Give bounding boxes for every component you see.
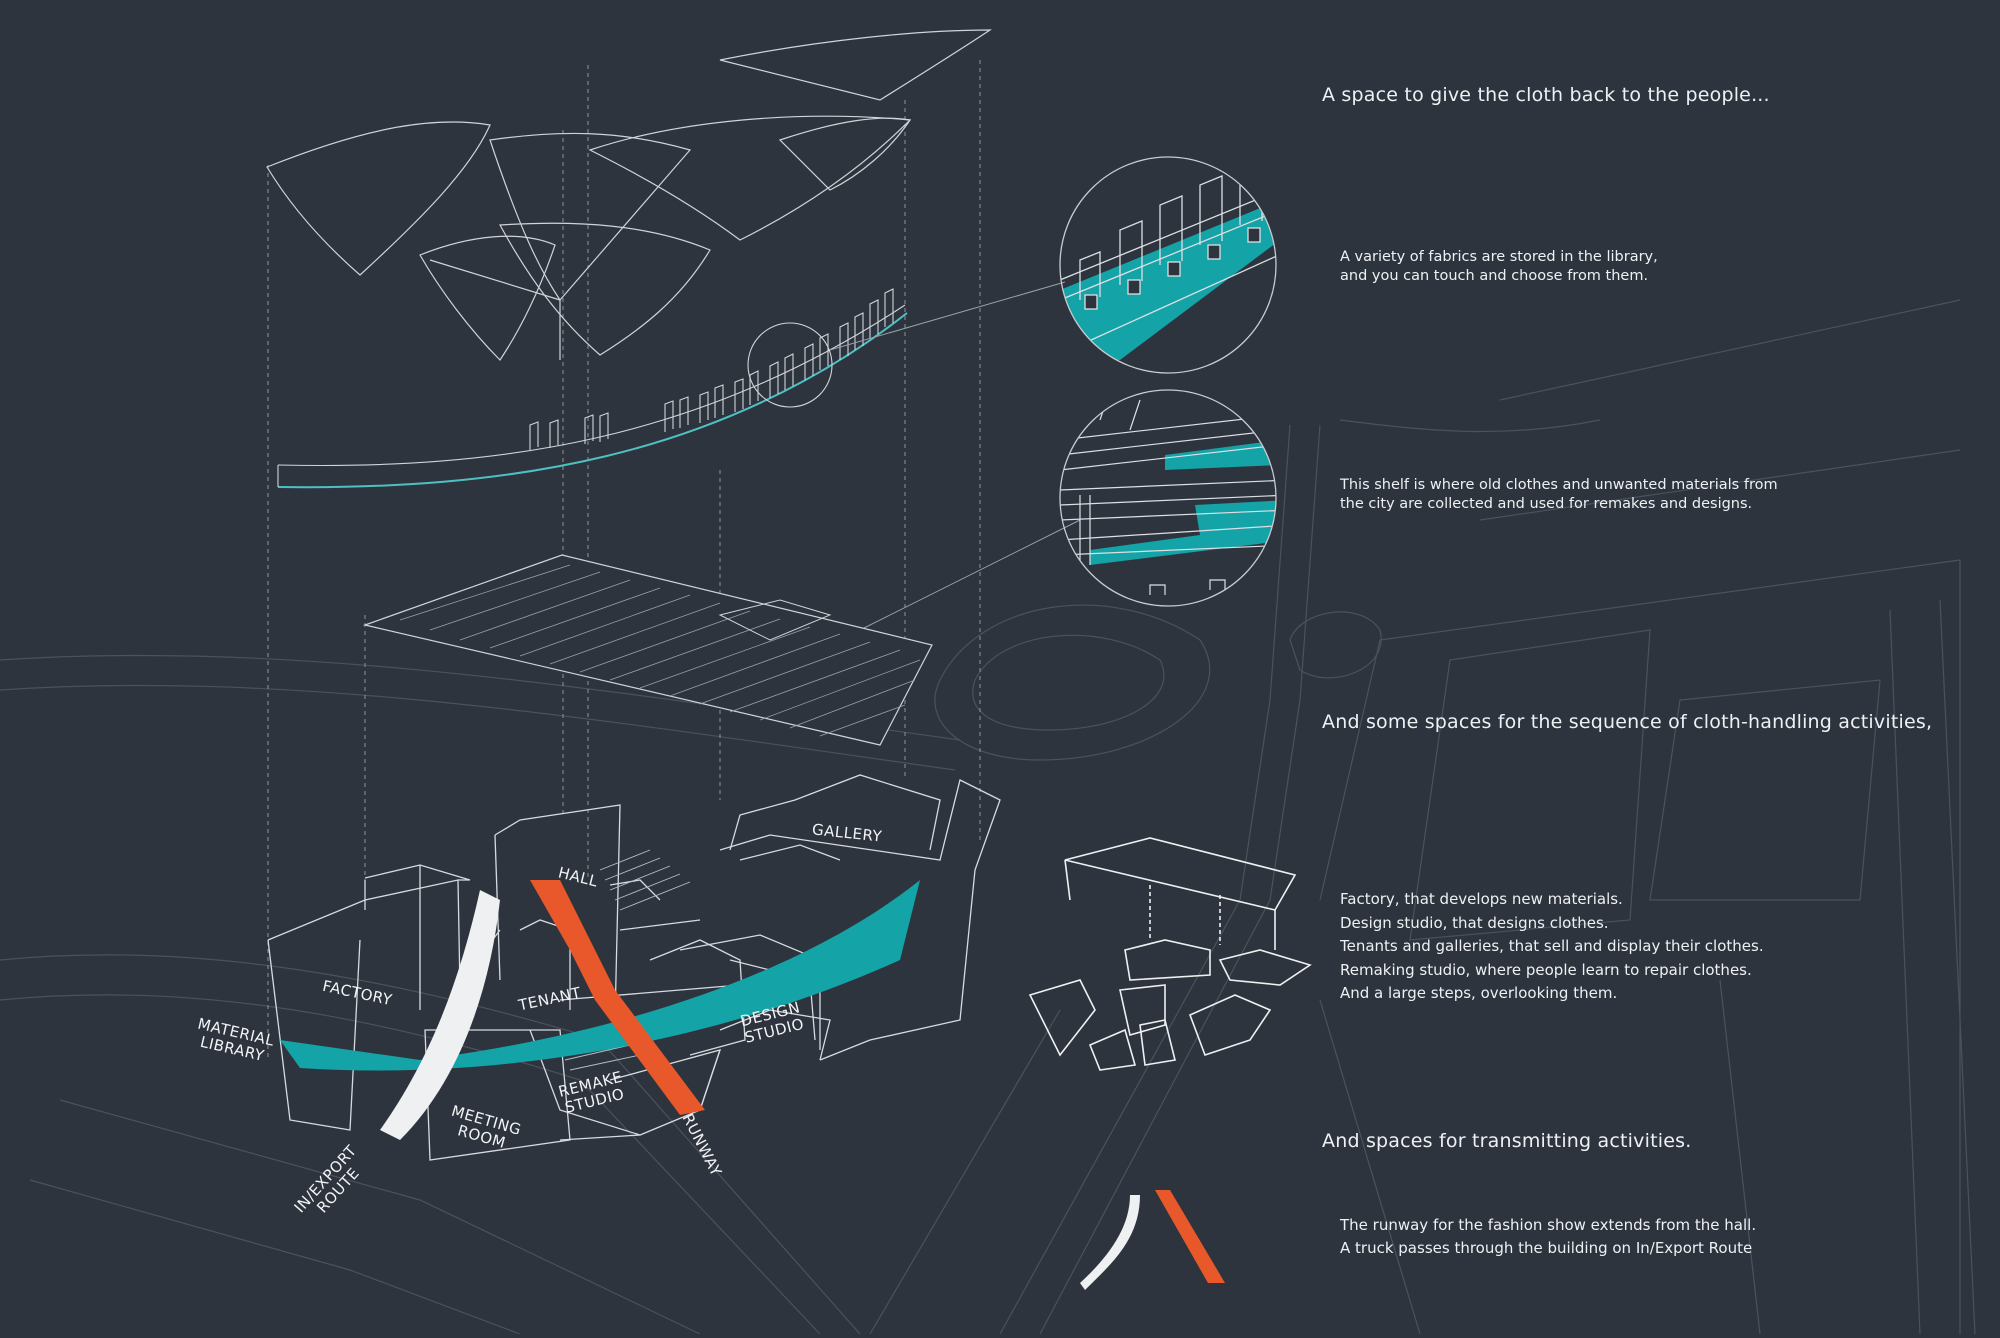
- shelf-description-line: This shelf is where old clothes and unwa…: [1340, 477, 1778, 493]
- spaces-description: Factory, that develops new materials. De…: [1340, 888, 1764, 1006]
- library-detail-circle: [1059, 156, 1277, 374]
- spaces-description-line: Factory, that develops new materials.: [1340, 890, 1623, 908]
- shelf-description-line: the city are collected and used for rema…: [1340, 495, 1753, 512]
- library-description-line: A variety of fabrics are stored in the l…: [1340, 249, 1658, 265]
- inexport-route-path: [380, 890, 500, 1140]
- library-description-line: and you can touch and choose from them.: [1340, 267, 1649, 284]
- floor-plate: [362, 554, 933, 746]
- runway-description-line: A truck passes through the building on I…: [1340, 1239, 1753, 1257]
- shelf-description: This shelf is where old clothes and unwa…: [1340, 476, 1778, 513]
- heading-cloth-back: A space to give the cloth back to the pe…: [1322, 84, 1770, 106]
- runway-description: The runway for the fashion show extends …: [1340, 1214, 1756, 1260]
- fabric-shelf: [277, 288, 908, 489]
- shelf-detail-circle: [1059, 389, 1277, 607]
- route-legend: [1080, 1190, 1225, 1290]
- projection-guides: [267, 60, 981, 1060]
- runway-path: [530, 880, 705, 1115]
- library-description: A variety of fabrics are stored in the l…: [1340, 248, 1658, 285]
- runway-description-line: The runway for the fashion show extends …: [1340, 1216, 1757, 1234]
- spaces-description-line: Design studio, that designs clothes.: [1340, 913, 1609, 932]
- spaces-description-line: Remaking studio, where people learn to r…: [1340, 960, 1752, 979]
- heading-sequence: And some spaces for the sequence of clot…: [1322, 711, 1933, 733]
- roof-canopies: [266, 29, 992, 361]
- spaces-description-line: And a large steps, overlooking them.: [1340, 984, 1618, 1002]
- heading-transmitting: And spaces for transmitting activities.: [1322, 1130, 1692, 1152]
- ground-building: [267, 774, 1001, 1161]
- massing-diagram: [1028, 837, 1312, 1071]
- site-plan: [0, 299, 1976, 1335]
- spaces-description-line: Tenants and galleries, that sell and dis…: [1340, 937, 1764, 955]
- material-library-ribbon: [280, 880, 920, 1071]
- callout-leaders: [829, 281, 1081, 631]
